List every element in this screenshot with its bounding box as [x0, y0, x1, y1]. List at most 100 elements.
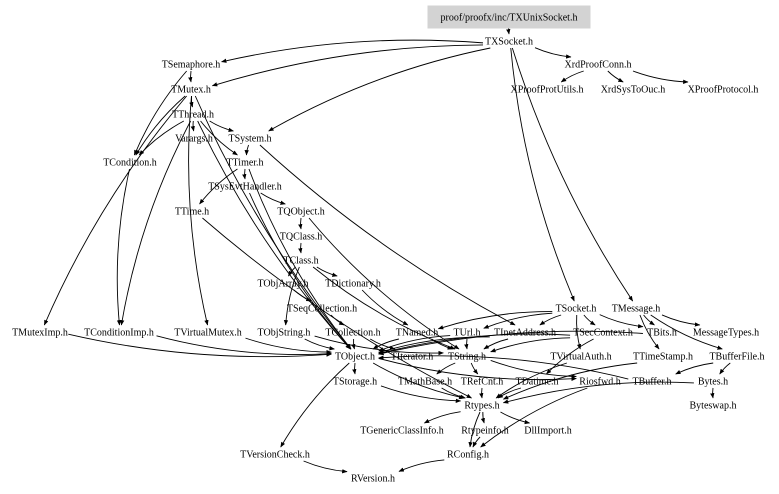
- node-tseq-collection[interactable]: TSeqCollection.h: [287, 304, 357, 315]
- node-xproof-prot-utils[interactable]: XProofProtUtils.h: [510, 85, 583, 96]
- edge-ttimer-to-ttime: [199, 168, 238, 205]
- edge-tmutex-to-tcondition: [135, 95, 186, 156]
- edge-tclass-to-tobj-string: [283, 266, 300, 326]
- node-txsocket[interactable]: TXSocket.h: [485, 37, 533, 48]
- edge-tthread-to-ttimer: [200, 120, 238, 156]
- edge-riosfwd-to-rconfig: [480, 387, 588, 448]
- node-message-types[interactable]: MessageTypes.h: [693, 328, 759, 339]
- edge-tversion-check-to-rversion: [303, 460, 348, 474]
- node-tclass[interactable]: TClass.h: [283, 256, 318, 267]
- node-tmessage[interactable]: TMessage.h: [612, 304, 661, 315]
- node-tthread[interactable]: TThread.h: [172, 110, 214, 121]
- node-tversion-check[interactable]: TVersionCheck.h: [240, 450, 310, 461]
- edge-tmessage-to-message-types: [661, 314, 701, 327]
- edge-rtypes-to-tgeneric-class-info: [423, 411, 461, 424]
- edge-tsystem-to-ttimer: [244, 144, 249, 156]
- edge-xrd-proof-conn-to-xproof-prot-utils: [560, 70, 584, 83]
- node-tsocket[interactable]: TSocket.h: [556, 304, 597, 315]
- node-tbuffer-file[interactable]: TBufferFile.h: [709, 352, 764, 363]
- node-ttime[interactable]: TTime.h: [175, 207, 209, 218]
- node-dll-import[interactable]: DllImport.h: [524, 426, 572, 437]
- node-tbits[interactable]: TBits.h: [647, 328, 677, 339]
- edge-tobj-string-to-tstring: [314, 335, 444, 356]
- node-titerator[interactable]: TIterator.h: [391, 352, 433, 363]
- node-tstring[interactable]: TString.h: [448, 352, 486, 363]
- edge-tmessage-to-ttime-stamp: [639, 314, 660, 350]
- edge-tobj-array-to-tseq-collection: [293, 289, 312, 302]
- node-tvirtual-mutex[interactable]: TVirtualMutex.h: [174, 328, 241, 339]
- node-turl[interactable]: TUrl.h: [454, 328, 481, 339]
- edge-tsocket-to-tvirtual-auth: [576, 314, 582, 350]
- node-tcondition-imp[interactable]: TConditionImp.h: [84, 328, 154, 339]
- edge-tthread-to-tobject: [197, 120, 351, 350]
- node-tbuffer[interactable]: TBuffer.h: [633, 377, 672, 388]
- node-tsemaphore[interactable]: TSemaphore.h: [162, 60, 221, 71]
- edge-tvirtual-mutex-to-tobject: [245, 337, 332, 355]
- node-tdictionary[interactable]: TDictionary.h: [325, 279, 381, 290]
- node-xrd-proof-conn[interactable]: XrdProofConn.h: [565, 60, 632, 71]
- node-tobj-string[interactable]: TObjString.h: [258, 328, 311, 339]
- node-tmath-base[interactable]: TMathBase.h: [398, 377, 452, 388]
- edge-tthread-to-tcondition-imp: [120, 120, 192, 326]
- node-tobj-array[interactable]: TObjArray.h: [257, 279, 308, 290]
- node-tsec-context[interactable]: TSecContext.h: [573, 328, 633, 339]
- edges: [43, 23, 731, 474]
- edge-tobject-to-riosfwd: [378, 357, 577, 382]
- nodes: proof/proofx/inc/TXUnixSocket.hTXSocket.…: [12, 5, 765, 485]
- node-tdatime[interactable]: TDatime.h: [515, 377, 558, 388]
- node-rtypes[interactable]: Rtypes.h: [464, 401, 499, 412]
- node-rtypeinfo[interactable]: Rtypeinfo.h: [461, 426, 509, 437]
- edge-turl-to-tobject: [378, 335, 451, 352]
- node-tmutex[interactable]: TMutex.h: [171, 85, 211, 96]
- node-xproof-protocol[interactable]: XProofProtocol.h: [688, 85, 759, 96]
- node-ttime-stamp[interactable]: TTimeStamp.h: [633, 352, 693, 363]
- node-tsystem[interactable]: TSystem.h: [228, 134, 271, 145]
- node-tmutex-imp[interactable]: TMutexImp.h: [12, 328, 68, 339]
- node-varargs[interactable]: Varargs.h: [175, 134, 213, 145]
- edge-tbits-to-tobject: [378, 330, 643, 356]
- edge-tmessage-to-tbits: [643, 314, 655, 326]
- node-tsys-evt-handler[interactable]: TSysEvtHandler.h: [208, 182, 282, 193]
- edge-tclass-to-tobj-array: [288, 266, 296, 277]
- edge-xrd-proof-conn-to-xrd-sys-to-ouc: [607, 70, 624, 83]
- edge-tthread-to-tcondition: [138, 120, 185, 156]
- node-tgeneric-class-info[interactable]: TGenericClassInfo.h: [360, 426, 444, 437]
- edge-tcondition-to-tcondition-imp: [116, 168, 130, 326]
- edge-tbuffer-file-to-bytes: [719, 362, 731, 375]
- edge-tsocket-to-turl: [483, 312, 553, 329]
- edge-tsocket-to-tinet-address: [539, 314, 562, 326]
- edge-tsocket-to-tsec-context: [583, 314, 596, 326]
- node-riosfwd[interactable]: Riosfwd.h: [579, 377, 620, 388]
- edge-txsocket-to-tmessage: [511, 47, 634, 302]
- node-tqclass[interactable]: TQClass.h: [280, 232, 323, 243]
- edge-txsocket-to-tsystem: [268, 47, 491, 132]
- node-tref-cnt[interactable]: TRefCnt.h: [461, 377, 504, 388]
- edge-xrd-proof-conn-to-xproof-protocol: [632, 70, 689, 84]
- node-rversion[interactable]: RVersion.h: [351, 474, 395, 485]
- node-ttimer[interactable]: TTimer.h: [226, 158, 263, 169]
- edge-tmutex-to-tvirtual-mutex: [188, 95, 209, 326]
- edge-tdictionary-to-tnamed: [361, 289, 409, 326]
- edge-tcondition-imp-to-tobject: [156, 335, 332, 357]
- node-tcollection[interactable]: TCollection.h: [325, 328, 380, 339]
- edge-rtypes-to-rconfig: [468, 411, 481, 448]
- node-xrd-sys-to-ouc[interactable]: XrdSysToOuc.h: [601, 85, 666, 96]
- root-node[interactable]: proof/proofx/inc/TXUnixSocket.h: [441, 13, 578, 24]
- edge-tobject-to-rtypes: [372, 362, 465, 400]
- edge-tsocket-to-tnamed: [437, 311, 553, 330]
- edge-tmessage-to-tbuffer-file: [650, 314, 723, 350]
- node-tstorage[interactable]: TStorage.h: [333, 377, 377, 388]
- edge-tbuffer-to-tobject: [378, 355, 629, 380]
- node-tvirtual-auth[interactable]: TVirtualAuth.h: [550, 352, 611, 363]
- node-tnamed[interactable]: TNamed.h: [396, 328, 439, 339]
- node-tqobject[interactable]: TQObject.h: [277, 207, 325, 218]
- node-byteswap[interactable]: Byteswap.h: [690, 401, 737, 412]
- node-rconfig[interactable]: RConfig.h: [447, 450, 489, 461]
- node-tinet-address[interactable]: TInetAddress.h: [494, 328, 556, 339]
- node-tobject[interactable]: TObject.h: [335, 352, 375, 363]
- node-bytes[interactable]: Bytes.h: [698, 377, 728, 388]
- edge-tnamed-to-tobject: [372, 338, 400, 350]
- node-tcondition[interactable]: TCondition.h: [103, 158, 157, 169]
- edge-txsocket-to-tsemaphore: [221, 39, 484, 63]
